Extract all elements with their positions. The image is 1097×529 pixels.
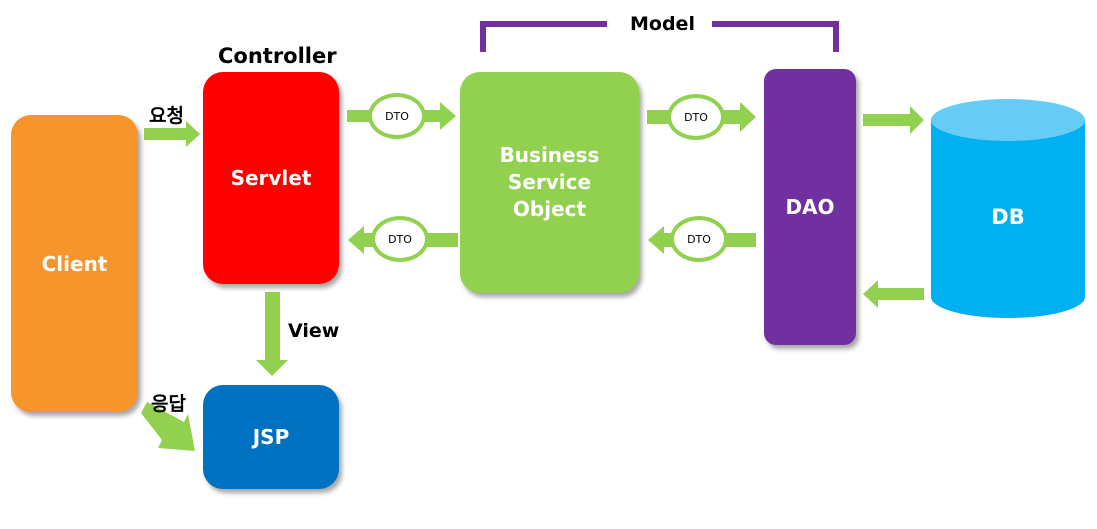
jsp-label: JSP [252, 425, 290, 449]
dto-label: DTO [385, 109, 409, 123]
model-label: Model [630, 13, 695, 35]
response-arrow [141, 402, 195, 451]
jsp-node[interactable]: JSP [203, 385, 339, 489]
business-service-node[interactable]: Business Service Object [460, 72, 639, 293]
dto-label: DTO [388, 232, 412, 246]
dto-servlet-to-business: DTO [368, 93, 426, 139]
dto-label: DTO [684, 110, 708, 124]
client-node[interactable]: Client [11, 115, 138, 412]
db-to-dao-arrow [863, 280, 924, 308]
business-service-label: Business Service Object [499, 143, 600, 221]
response-label: 응답 [151, 393, 186, 415]
dto-label: DTO [687, 232, 711, 246]
db-label: DB [991, 205, 1025, 229]
dao-to-db-arrow [863, 106, 924, 134]
db-cylinder [931, 99, 1085, 318]
dto-dao-to-business: DTO [670, 216, 728, 262]
request-arrow [144, 121, 200, 147]
model-bracket [480, 21, 839, 52]
view-arrow [256, 292, 288, 376]
view-label: View [288, 320, 340, 342]
dao-node[interactable]: DAO [764, 69, 856, 345]
servlet-label: Servlet [230, 166, 312, 190]
dto-business-to-dao: DTO [667, 94, 725, 140]
dao-label: DAO [785, 195, 835, 219]
request-label: 요청 [149, 105, 184, 127]
client-label: Client [41, 251, 108, 276]
dto-business-to-servlet: DTO [371, 216, 429, 262]
controller-label: Controller [218, 44, 337, 68]
servlet-node[interactable]: Servlet [203, 72, 339, 284]
